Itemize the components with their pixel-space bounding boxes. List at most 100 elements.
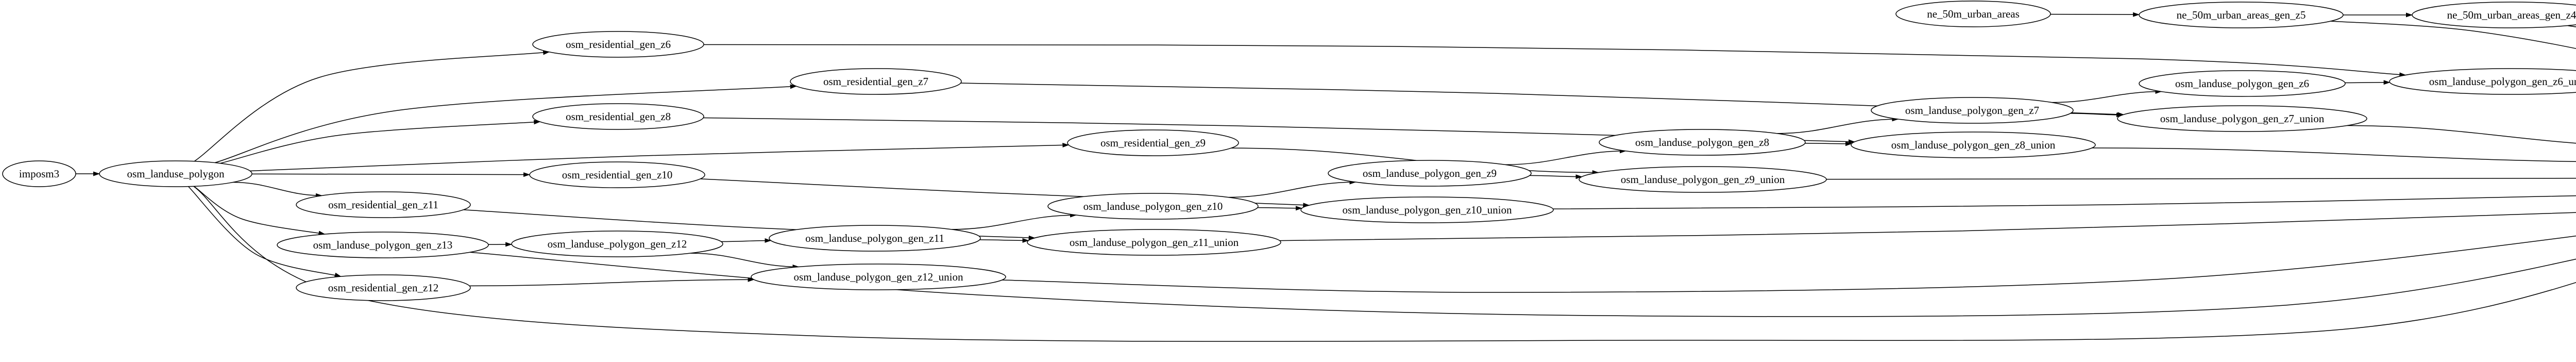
edge-osm_landuse_polygon_gen_z7-to-osm_landuse_polygon_gen_z6 bbox=[2052, 89, 2162, 103]
node-ne_50m_urban_areas_gen_z4: ne_50m_urban_areas_gen_z4 bbox=[2412, 2, 2576, 28]
node-osm_residential_gen_z8-shape bbox=[532, 103, 704, 130]
node-osm_residential_gen_z7-shape bbox=[790, 68, 962, 95]
node-osm_landuse_polygon_gen_z9: osm_landuse_polygon_gen_z9 bbox=[1328, 160, 1532, 187]
node-osm_landuse_polygon_gen_z10_union: osm_landuse_polygon_gen_z10_union bbox=[1300, 196, 1554, 223]
edge-osm_landuse_polygon_gen_z11_union-to-layer_landuse:z11 bbox=[1279, 212, 2576, 241]
node-osm_landuse_polygon_gen_z7: osm_landuse_polygon_gen_z7 bbox=[1871, 97, 2074, 124]
edge-osm_landuse_polygon_gen_z8-to-osm_landuse_polygon_gen_z8_union bbox=[1805, 141, 1852, 146]
edge-osm_landuse_polygon-to-osm_residential_gen_z7 bbox=[214, 84, 797, 163]
node-osm_landuse_polygon_gen_z12_union-shape bbox=[751, 264, 1006, 290]
node-osm_landuse_polygon_gen_z11_union: osm_landuse_polygon_gen_z11_union bbox=[1027, 229, 1281, 256]
node-osm_landuse_polygon_gen_z12_union-label: osm_landuse_polygon_gen_z12_union bbox=[794, 271, 963, 283]
node-osm_residential_gen_z9-label: osm_residential_gen_z9 bbox=[1100, 137, 1206, 149]
edge-osm_landuse_polygon_gen_z10_union-to-layer_landuse:z10 bbox=[1553, 195, 2576, 209]
node-osm_landuse_polygon_gen_z6_union-label: osm_landuse_polygon_gen_z6_union bbox=[2429, 75, 2576, 88]
node-osm_landuse_polygon_gen_z11-label: osm_landuse_polygon_gen_z11 bbox=[805, 232, 944, 244]
node-osm_residential_gen_z12-shape bbox=[296, 274, 471, 301]
edge-osm_landuse_polygon-to-osm_residential_gen_z11 bbox=[233, 182, 323, 198]
node-osm_landuse_polygon_gen_z7_union-shape bbox=[2117, 105, 2367, 132]
node-osm_landuse_polygon_gen_z6_union-shape bbox=[2389, 68, 2576, 95]
edge-osm_landuse_polygon-to-layer_landuse:z14+ bbox=[193, 186, 2576, 342]
node-osm_landuse_polygon_gen_z8_union-shape bbox=[1851, 131, 2096, 158]
edge-osm_landuse_polygon_gen_z10-to-osm_landuse_polygon_gen_z9 bbox=[1228, 179, 1357, 198]
node-osm_residential_gen_z10-shape bbox=[529, 161, 705, 188]
node-osm_landuse_polygon-shape bbox=[99, 160, 252, 187]
node-ne_50m_urban_areas_gen_z4-label: ne_50m_urban_areas_gen_z4 bbox=[2447, 9, 2576, 21]
node-osm_landuse_polygon_gen_z7_union-label: osm_landuse_polygon_gen_z7_union bbox=[2160, 112, 2325, 125]
edge-osm_residential_gen_z12-to-osm_landuse_polygon_gen_z12_union bbox=[469, 277, 755, 287]
edge-osm_landuse_polygon_gen_z9_union-to-layer_landuse:z9 bbox=[1826, 177, 2576, 180]
node-osm_landuse_polygon_gen_z8-label: osm_landuse_polygon_gen_z8 bbox=[1635, 136, 1769, 149]
node-osm_landuse_polygon_gen_z13: osm_landuse_polygon_gen_z13 bbox=[277, 232, 489, 258]
node-osm_residential_gen_z8: osm_residential_gen_z8 bbox=[532, 103, 704, 130]
node-ne_50m_urban_areas-label: ne_50m_urban_areas bbox=[1927, 8, 2020, 20]
nodes-layer: imposm3 osm_landuse_polygon osm_residentia… bbox=[2, 1, 2576, 301]
node-osm_landuse_polygon_gen_z10_union-shape bbox=[1300, 196, 1554, 223]
node-osm_residential_gen_z10-label: osm_residential_gen_z10 bbox=[562, 169, 673, 181]
node-osm_landuse_polygon_gen_z9_union-shape bbox=[1579, 166, 1827, 193]
node-osm_landuse_polygon_gen_z10_union-label: osm_landuse_polygon_gen_z10_union bbox=[1343, 204, 1512, 216]
node-osm_landuse_polygon_gen_z12-label: osm_landuse_polygon_gen_z12 bbox=[548, 238, 687, 250]
edge-osm_landuse_polygon_gen_z9-to-osm_landuse_polygon_gen_z9_union bbox=[1529, 174, 1583, 179]
node-osm_landuse_polygon_gen_z6: osm_landuse_polygon_gen_z6 bbox=[2139, 70, 2346, 97]
node-osm_landuse_polygon_gen_z12-shape bbox=[511, 231, 723, 257]
edge-osm_landuse_polygon-to-osm_residential_gen_z6 bbox=[194, 50, 550, 162]
node-osm_landuse_polygon_gen_z11_union-shape bbox=[1027, 229, 1281, 256]
node-osm_landuse_polygon: osm_landuse_polygon bbox=[99, 160, 252, 187]
node-osm_residential_gen_z8-label: osm_residential_gen_z8 bbox=[566, 110, 671, 123]
node-osm_residential_gen_z9-shape bbox=[1067, 129, 1239, 156]
node-osm_landuse_polygon_gen_z12_union: osm_landuse_polygon_gen_z12_union bbox=[751, 264, 1006, 290]
node-osm_landuse_polygon_gen_z10: osm_landuse_polygon_gen_z10 bbox=[1047, 193, 1259, 220]
node-ne_50m_urban_areas_gen_z5-label: ne_50m_urban_areas_gen_z5 bbox=[2177, 9, 2306, 21]
node-ne_50m_urban_areas_gen_z4-shape bbox=[2412, 2, 2576, 28]
node-osm_residential_gen_z7: osm_residential_gen_z7 bbox=[790, 68, 962, 95]
node-imposm3-shape bbox=[2, 160, 76, 187]
edge-osm_landuse_polygon-to-osm_residential_gen_z9 bbox=[250, 142, 1070, 172]
node-osm_landuse_polygon_gen_z6-shape bbox=[2139, 70, 2346, 97]
node-osm_residential_gen_z12-label: osm_residential_gen_z12 bbox=[328, 282, 439, 294]
edge-osm_landuse_polygon_gen_z12_union-to-layer_landuse:z12 bbox=[1002, 235, 2576, 293]
node-ne_50m_urban_areas_gen_z5: ne_50m_urban_areas_gen_z5 bbox=[2139, 2, 2344, 28]
node-osm_landuse_polygon_gen_z8: osm_landuse_polygon_gen_z8 bbox=[1599, 129, 1806, 156]
edge-osm_landuse_polygon_gen_z12-to-osm_landuse_polygon_gen_z12_union bbox=[690, 253, 800, 269]
node-osm_residential_gen_z11-label: osm_residential_gen_z11 bbox=[328, 199, 438, 211]
node-osm_landuse_polygon_gen_z9_union: osm_landuse_polygon_gen_z9_union bbox=[1579, 166, 1827, 193]
edge-ne_50m_urban_areas_gen_z5-to-layer_landuse:z5 bbox=[2330, 21, 2576, 49]
edge-osm_residential_gen_z6-to-osm_landuse_polygon_gen_z6_union bbox=[703, 44, 2406, 77]
node-osm_landuse_polygon_gen_z12: osm_landuse_polygon_gen_z12 bbox=[511, 231, 723, 257]
node-osm_landuse_polygon_gen_z8-shape bbox=[1599, 129, 1806, 156]
node-imposm3-label: imposm3 bbox=[19, 168, 59, 180]
node-osm_landuse_polygon_gen_z11: osm_landuse_polygon_gen_z11 bbox=[769, 225, 981, 252]
node-osm_landuse_polygon_gen_z7-label: osm_landuse_polygon_gen_z7 bbox=[1905, 104, 2039, 117]
node-osm_landuse_polygon_gen_z9-label: osm_landuse_polygon_gen_z9 bbox=[1363, 167, 1497, 179]
edge-osm_landuse_polygon-to-osm_landuse_polygon_gen_z13 bbox=[194, 186, 326, 236]
node-osm_residential_gen_z11-shape bbox=[296, 191, 471, 218]
node-osm_residential_gen_z6-label: osm_residential_gen_z6 bbox=[566, 38, 671, 51]
node-osm_residential_gen_z11: osm_residential_gen_z11 bbox=[296, 191, 471, 218]
node-osm_landuse_polygon_gen_z8_union: osm_landuse_polygon_gen_z8_union bbox=[1851, 131, 2096, 158]
edge-osm_landuse_polygon_gen_z9-to-osm_landuse_polygon_gen_z8 bbox=[1505, 149, 1626, 166]
edge-osm_landuse_polygon-to-osm_residential_gen_z8 bbox=[220, 120, 541, 164]
node-osm_landuse_polygon_gen_z10-label: osm_landuse_polygon_gen_z10 bbox=[1083, 200, 1223, 212]
node-ne_50m_urban_areas: ne_50m_urban_areas bbox=[1895, 1, 2051, 27]
edge-osm_landuse_polygon_gen_z7_union-to-layer_landuse:z7 bbox=[2347, 125, 2576, 144]
node-osm_landuse_polygon_gen_z11_union-label: osm_landuse_polygon_gen_z11_union bbox=[1070, 236, 1239, 249]
edge-osm_landuse_polygon_gen_z7-to-osm_landuse_polygon_gen_z7_union bbox=[2070, 112, 2123, 118]
edge-osm_landuse_polygon_gen_z11-to-osm_landuse_polygon_gen_z10 bbox=[952, 212, 1077, 230]
node-osm_residential_gen_z9: osm_residential_gen_z9 bbox=[1067, 129, 1239, 156]
node-osm_residential_gen_z6: osm_residential_gen_z6 bbox=[532, 31, 704, 58]
edge-osm_landuse_polygon_gen_z8-to-osm_landuse_polygon_gen_z7 bbox=[1777, 117, 1899, 134]
edge-ne_50m_urban_areas-to-ne_50m_urban_areas_gen_z5 bbox=[2050, 12, 2140, 17]
node-osm_landuse_polygon_gen_z9-shape bbox=[1328, 160, 1532, 187]
edge-osm_landuse_polygon_gen_z12-to-osm_landuse_polygon_gen_z11 bbox=[721, 238, 772, 243]
node-osm_landuse_polygon_gen_z9_union-label: osm_landuse_polygon_gen_z9_union bbox=[1621, 173, 1785, 186]
node-osm_residential_gen_z12: osm_residential_gen_z12 bbox=[296, 274, 471, 301]
node-osm_residential_gen_z6-shape bbox=[532, 31, 704, 58]
node-osm_landuse_polygon_gen_z6-label: osm_landuse_polygon_gen_z6 bbox=[2175, 77, 2309, 90]
node-osm_residential_gen_z10: osm_residential_gen_z10 bbox=[529, 161, 705, 188]
node-ne_50m_urban_areas-shape bbox=[1895, 1, 2051, 27]
edge-osm_landuse_polygon_gen_z8_union-to-layer_landuse:z8 bbox=[2092, 147, 2576, 162]
node-osm_landuse_polygon_gen_z7_union: osm_landuse_polygon_gen_z7_union bbox=[2117, 105, 2367, 132]
